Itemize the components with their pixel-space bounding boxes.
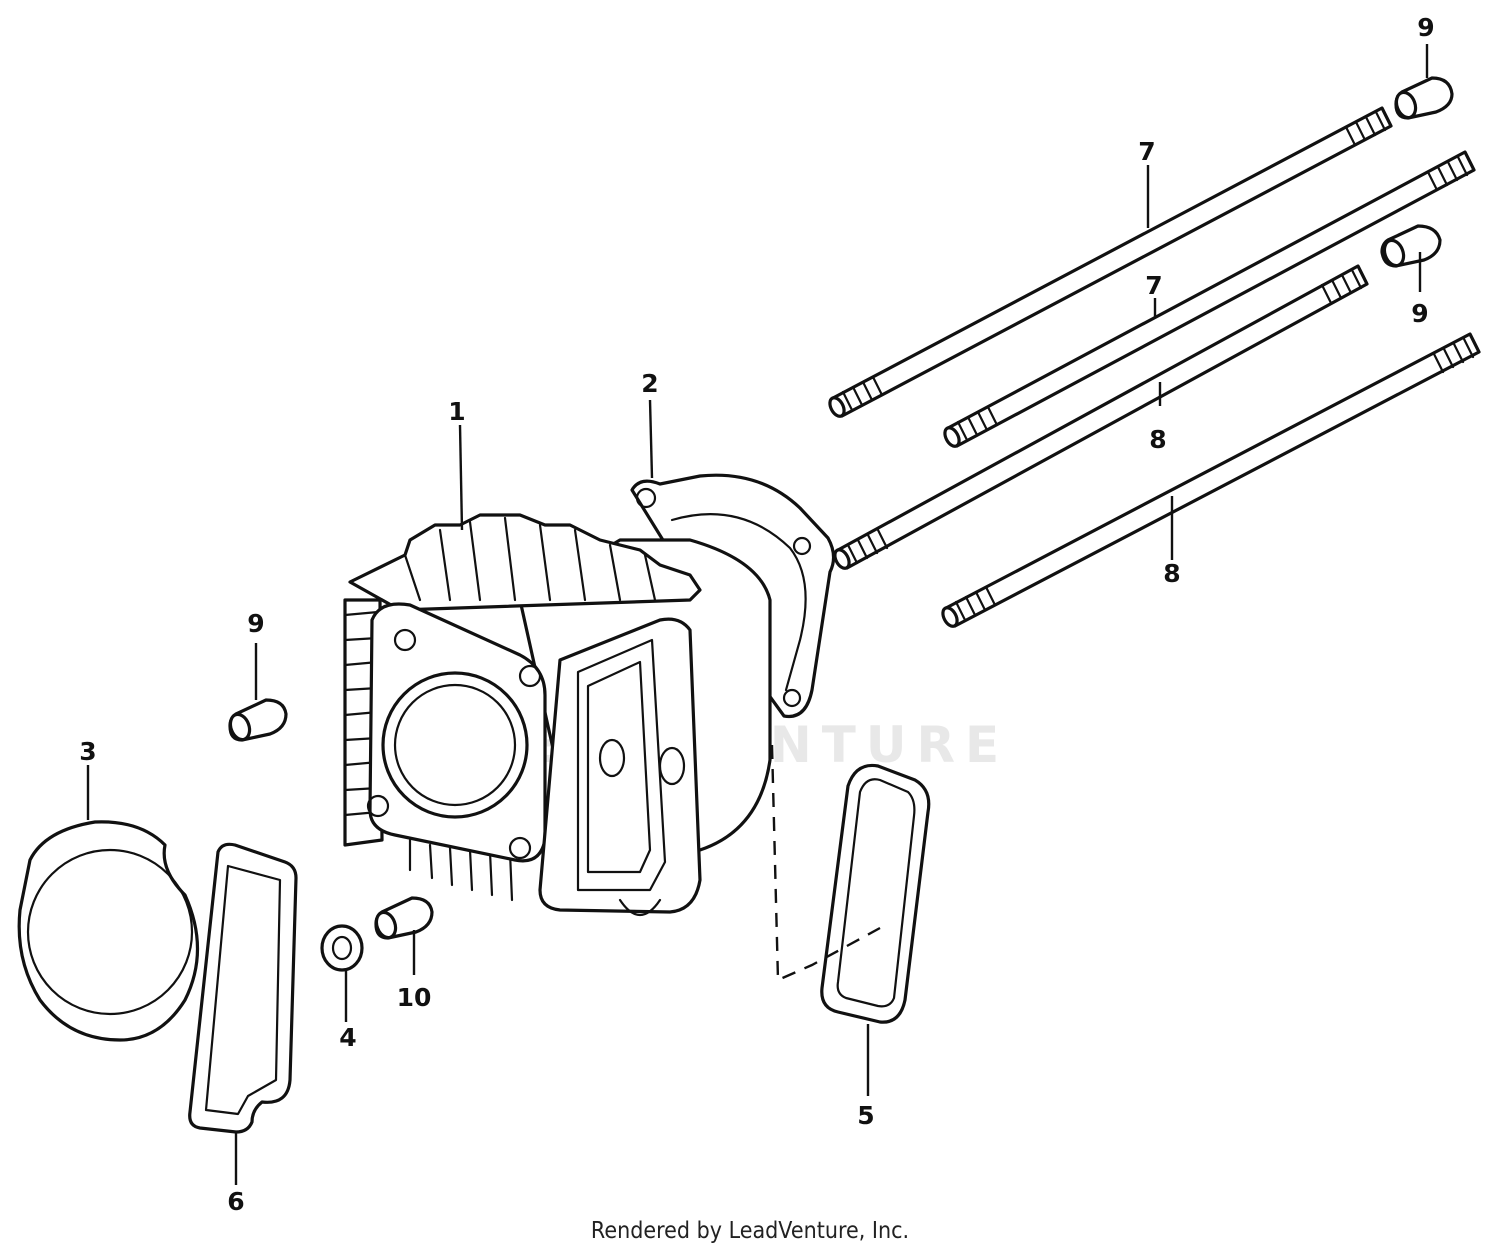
callout-8-lower: 8 <box>1163 559 1180 588</box>
stud-7-upper[interactable] <box>827 106 1393 419</box>
callout-4: 4 <box>339 1023 356 1052</box>
head-gasket-3[interactable] <box>17 820 199 1042</box>
dowel-pin-9-right[interactable] <box>1380 224 1442 268</box>
stud-8-upper[interactable] <box>832 264 1369 571</box>
dowel-pin-10[interactable] <box>373 896 434 940</box>
gasket-6[interactable] <box>188 842 298 1134</box>
callout-9-top: 9 <box>1417 13 1434 42</box>
callout-10: 10 <box>397 983 432 1012</box>
callout-6: 6 <box>227 1187 244 1216</box>
footer-credit: Rendered by LeadVenture, Inc. <box>590 1218 910 1244</box>
callout-1: 1 <box>448 397 465 426</box>
dowel-pin-9-top[interactable] <box>1393 76 1454 120</box>
callout-7-lower: 7 <box>1145 271 1162 300</box>
callout-7-upper: 7 <box>1138 137 1155 166</box>
callout-5: 5 <box>857 1101 874 1130</box>
callout-9-left: 9 <box>247 609 264 638</box>
callout-3: 3 <box>79 737 96 766</box>
callout-labels: 1 2 3 4 5 6 7 7 8 8 9 9 9 10 <box>79 13 1434 1216</box>
stud-8-lower[interactable] <box>940 332 1481 629</box>
callout-2: 2 <box>641 369 658 398</box>
cylinder-1[interactable] <box>343 513 772 917</box>
stud-7-lower[interactable] <box>942 150 1476 449</box>
gasket-5[interactable] <box>820 763 931 1024</box>
dowel-pin-9-left[interactable] <box>227 698 288 742</box>
callout-8-upper: 8 <box>1149 425 1166 454</box>
oil-seal-4[interactable] <box>320 924 364 972</box>
leader-lines <box>86 44 1429 1185</box>
callout-9-right: 9 <box>1411 299 1428 328</box>
alignment-line <box>770 744 881 982</box>
